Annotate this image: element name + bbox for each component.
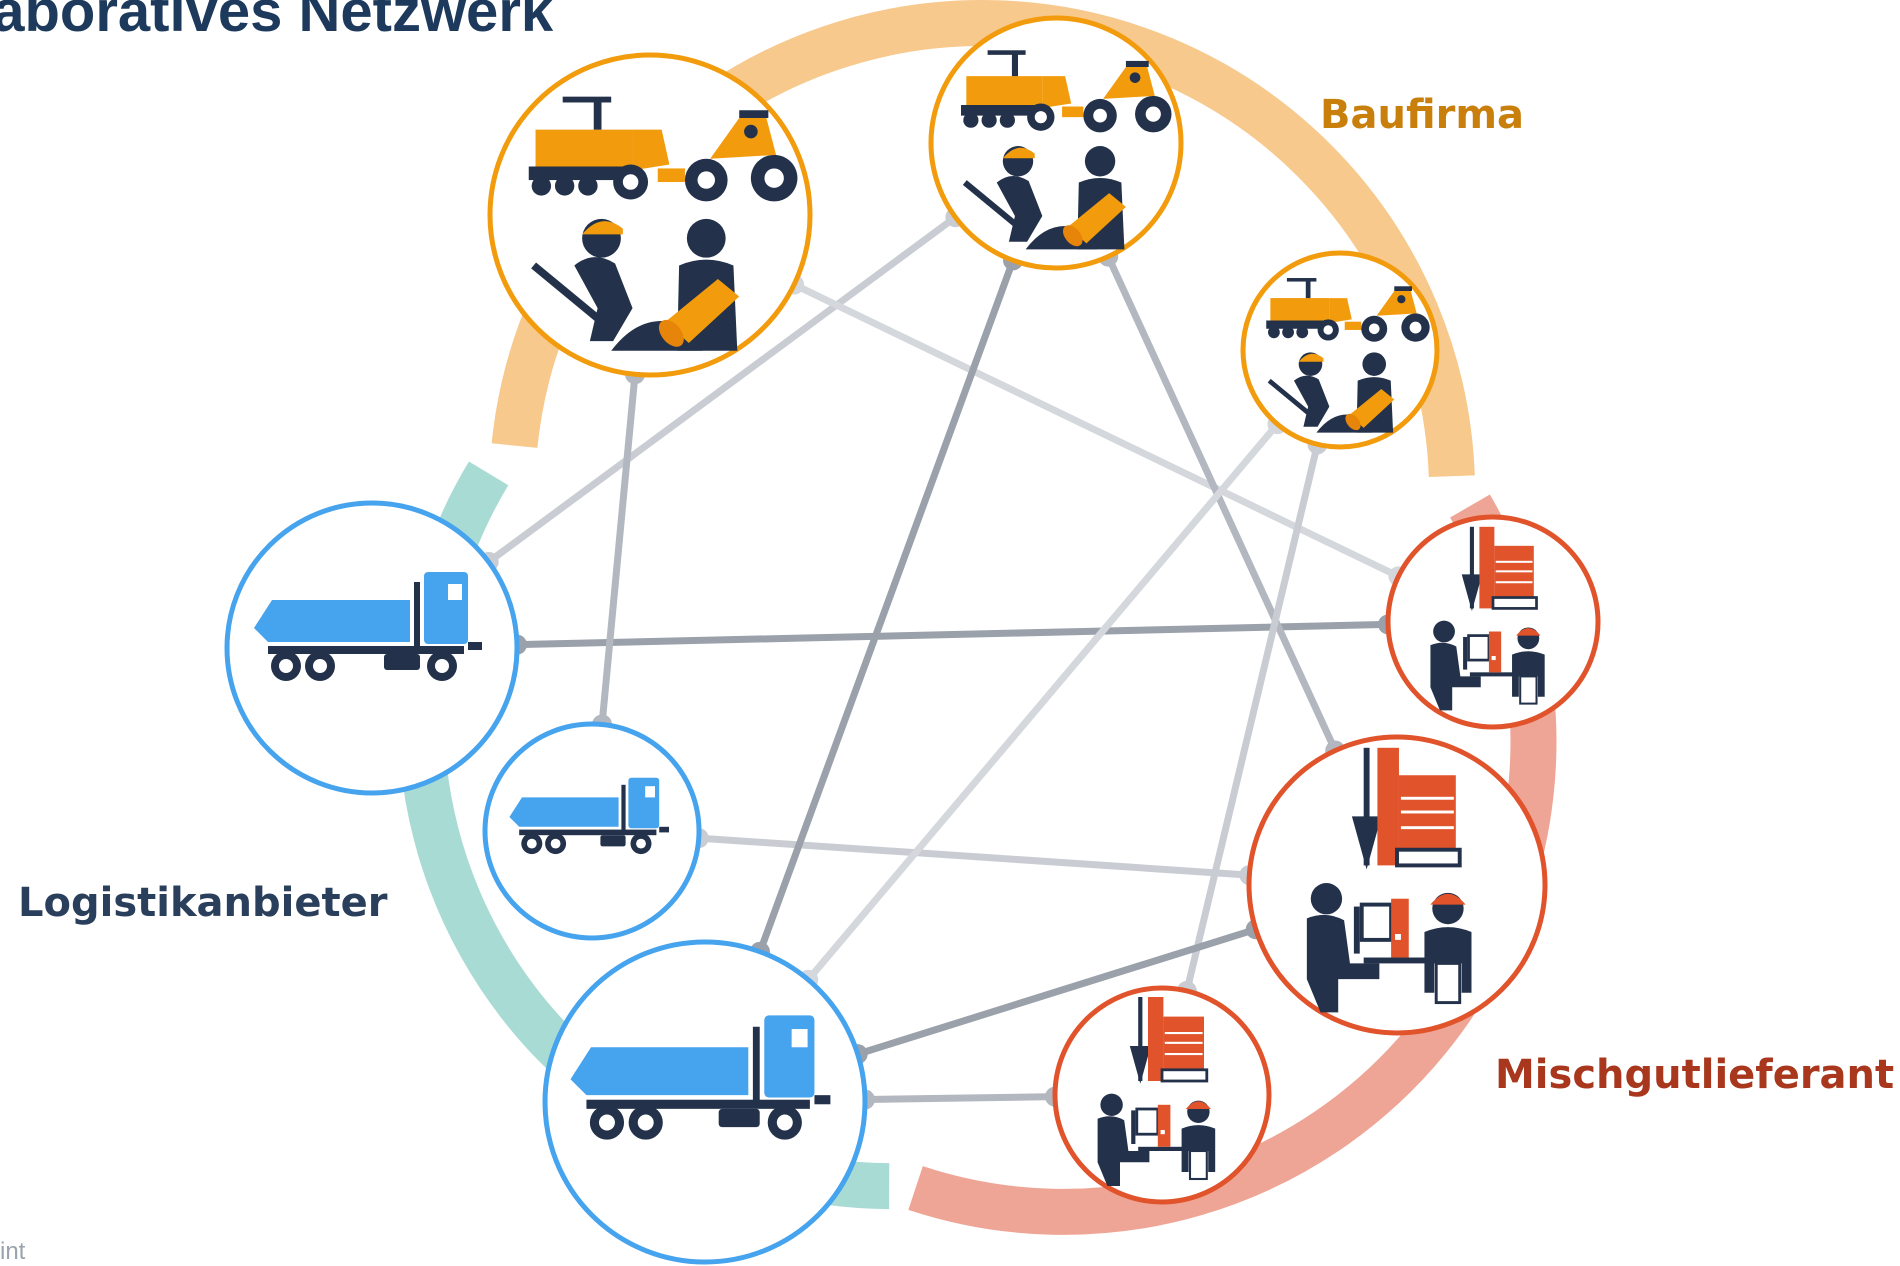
node-baufirma-1 [487, 52, 813, 378]
connection-baufirma-3-misch-3 [1183, 440, 1321, 995]
connection-logistik-3-misch-2 [854, 925, 1260, 1058]
node-baufirma-2 [928, 15, 1184, 271]
connection-logistik-2-misch-2 [695, 834, 1253, 879]
node-logistik-3 [542, 939, 868, 1265]
connection-baufirma-1-logistik-2 [598, 370, 639, 728]
node-baufirma-3 [1240, 250, 1440, 450]
connection-baufirma-2-misch-2 [1104, 253, 1339, 755]
connection-logistik-1-misch-1 [513, 620, 1392, 649]
footer-text: int [0, 1238, 26, 1265]
diagram-title: llaboratives Netzwerk [0, 0, 554, 44]
connection-baufirma-3-logistik-3 [804, 420, 1281, 984]
label-baufirma: Baufirma [1320, 92, 1525, 138]
connection-logistik-3-misch-3 [861, 1093, 1059, 1104]
node-misch-3 [1052, 985, 1272, 1205]
label-logistikanbieter: Logistikanbieter [18, 880, 388, 926]
node-misch-1 [1385, 514, 1601, 730]
connection-logistik-1-baufirma-2 [485, 213, 959, 566]
node-misch-2 [1246, 734, 1548, 1036]
connection-baufirma-2-logistik-3 [756, 256, 1017, 956]
node-logistik-1 [224, 500, 520, 796]
label-mischgutlieferant: Mischgutlieferant [1495, 1052, 1895, 1098]
node-logistik-2 [482, 721, 702, 941]
